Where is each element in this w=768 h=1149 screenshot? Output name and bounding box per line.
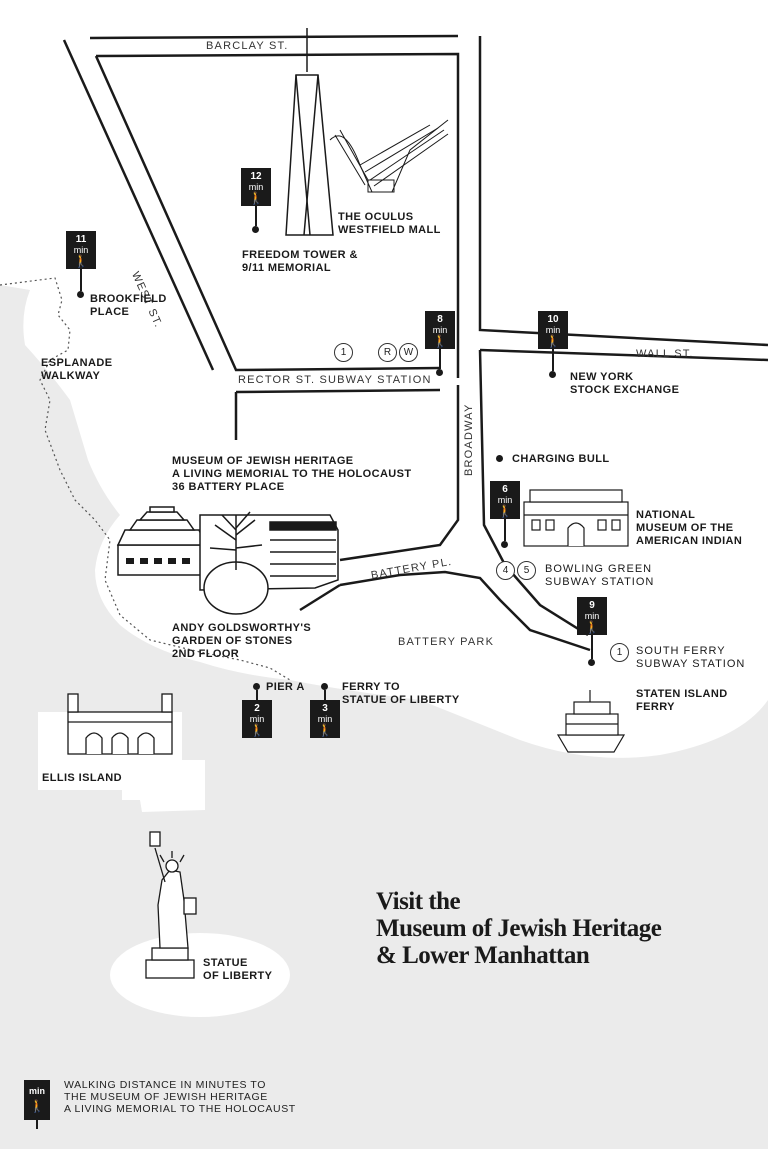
walk-minutes: 11 — [75, 234, 87, 245]
walk-minutes: 8 — [437, 314, 443, 325]
walk-minutes: 12 — [250, 171, 262, 182]
map-title: Visit the Museum of Jewish Heritage & Lo… — [376, 888, 662, 969]
pin-stem — [256, 690, 258, 702]
walking-person-icon: 🚶 — [248, 191, 264, 205]
subway-rector-w: W — [399, 343, 418, 362]
walk-minutes: 9 — [589, 600, 595, 611]
pin-dot — [549, 371, 556, 378]
walk-unit: min — [317, 714, 333, 724]
walk-minutes: 10 — [547, 314, 559, 325]
walk-minutes: 3 — [322, 703, 328, 714]
walk-minutes: 2 — [254, 703, 260, 714]
walk-pin-pier-a[interactable]: 2 min 🚶 — [242, 700, 272, 738]
label-charging-bull: CHARGING BULL — [512, 453, 610, 465]
street-wall: WALL ST. — [636, 348, 694, 360]
pin-stem — [591, 635, 593, 659]
pin-dot — [501, 541, 508, 548]
street-barclay: BARCLAY ST. — [206, 40, 289, 52]
charging-bull-dot — [496, 455, 503, 462]
label-liberty: STATUE OF LIBERTY — [203, 957, 273, 982]
walk-pin-freedom-tower[interactable]: 12 min 🚶 — [241, 168, 271, 206]
walking-person-icon: 🚶 — [249, 723, 265, 737]
walk-pin-nyse[interactable]: 10 min 🚶 — [538, 311, 568, 349]
street-broadway: BROADWAY — [463, 403, 475, 476]
museum-building-drawing — [116, 506, 339, 615]
label-ellis: ELLIS ISLAND — [42, 772, 122, 784]
label-museum: MUSEUM OF JEWISH HERITAGE A LIVING MEMOR… — [172, 455, 412, 493]
walk-unit: min — [432, 325, 448, 335]
oculus-drawing — [329, 119, 449, 193]
walk-unit: min — [73, 245, 89, 255]
walk-unit: min — [497, 495, 513, 505]
walk-pin-ferry[interactable]: 3 min 🚶 — [310, 700, 340, 738]
legend-pin-stem — [36, 1120, 38, 1129]
pin-dot — [436, 369, 443, 376]
legend-pin: min 🚶 — [24, 1080, 50, 1120]
label-nyse: NEW YORK STOCK EXCHANGE — [570, 371, 680, 396]
pin-dot — [252, 226, 259, 233]
walk-unit: min — [584, 611, 600, 621]
street-rector: RECTOR ST. SUBWAY STATION — [238, 374, 432, 386]
title-line-3: & Lower Manhattan — [376, 942, 590, 969]
pin-stem — [504, 519, 506, 541]
walk-unit: min — [248, 182, 264, 192]
label-pier-a: PIER A — [266, 681, 305, 693]
label-oculus: THE OCULUS WESTFIELD MALL — [338, 211, 441, 236]
subway-south-ferry-1: 1 — [610, 643, 629, 662]
pin-dot — [588, 659, 595, 666]
nmai-building-drawing — [523, 489, 629, 547]
walk-minutes: 6 — [502, 484, 508, 495]
walking-person-icon: 🚶 — [545, 334, 561, 348]
legend-unit: min — [28, 1086, 45, 1096]
walking-person-icon: 🚶 — [29, 1099, 45, 1113]
label-freedom-tower: FREEDOM TOWER & 9/11 MEMORIAL — [242, 249, 358, 274]
pin-dot — [77, 291, 84, 298]
pin-stem — [80, 269, 82, 291]
walking-person-icon: 🚶 — [584, 620, 600, 634]
label-staten: STATEN ISLAND FERRY — [636, 688, 728, 713]
walking-person-icon: 🚶 — [317, 723, 333, 737]
walk-pin-nmai[interactable]: 6 min 🚶 — [490, 481, 520, 519]
walk-pin-rector[interactable]: 8 min 🚶 — [425, 311, 455, 349]
subway-bowling-5: 5 — [517, 561, 536, 580]
pin-stem — [439, 349, 441, 369]
label-esplanade: ESPLANADE WALKWAY — [41, 357, 113, 382]
pin-dot — [253, 683, 260, 690]
freedom-tower-drawing — [285, 28, 334, 236]
pin-stem — [552, 349, 554, 371]
esplanade-dotted-path — [0, 277, 291, 681]
subway-rector-1: 1 — [334, 343, 353, 362]
pin-stem — [324, 690, 326, 702]
street-battery-park: BATTERY PARK — [398, 636, 495, 648]
pin-dot — [321, 683, 328, 690]
title-line-1: Visit the — [376, 888, 461, 915]
label-nmai: NATIONAL MUSEUM OF THE AMERICAN INDIAN — [636, 509, 743, 547]
subway-bowling-4: 4 — [496, 561, 515, 580]
subway-rector-r: R — [378, 343, 397, 362]
walking-person-icon: 🚶 — [73, 254, 89, 268]
label-south-ferry: SOUTH FERRY SUBWAY STATION — [636, 645, 746, 670]
label-bowling-green: BOWLING GREEN SUBWAY STATION — [545, 563, 655, 588]
walking-person-icon: 🚶 — [432, 334, 448, 348]
walk-pin-south-ferry[interactable]: 9 min 🚶 — [577, 597, 607, 635]
staten-ferry-drawing — [556, 690, 626, 753]
title-line-2: Museum of Jewish Heritage — [376, 915, 662, 942]
walk-pin-brookfield[interactable]: 11 min 🚶 — [66, 231, 96, 269]
label-garden: ANDY GOLDSWORTHY'S GARDEN OF STONES 2ND … — [172, 622, 312, 660]
label-ferry-liberty: FERRY TO STATUE OF LIBERTY — [342, 681, 460, 706]
legend-text: WALKING DISTANCE IN MINUTES TO THE MUSEU… — [64, 1079, 296, 1115]
statue-of-liberty-drawing — [145, 831, 197, 979]
walk-unit: min — [545, 325, 561, 335]
pin-stem — [255, 206, 257, 226]
label-brookfield: BROOKFIELD PLACE — [90, 293, 167, 318]
walking-person-icon: 🚶 — [497, 504, 513, 518]
walk-unit: min — [249, 714, 265, 724]
ellis-building-drawing — [67, 693, 173, 755]
